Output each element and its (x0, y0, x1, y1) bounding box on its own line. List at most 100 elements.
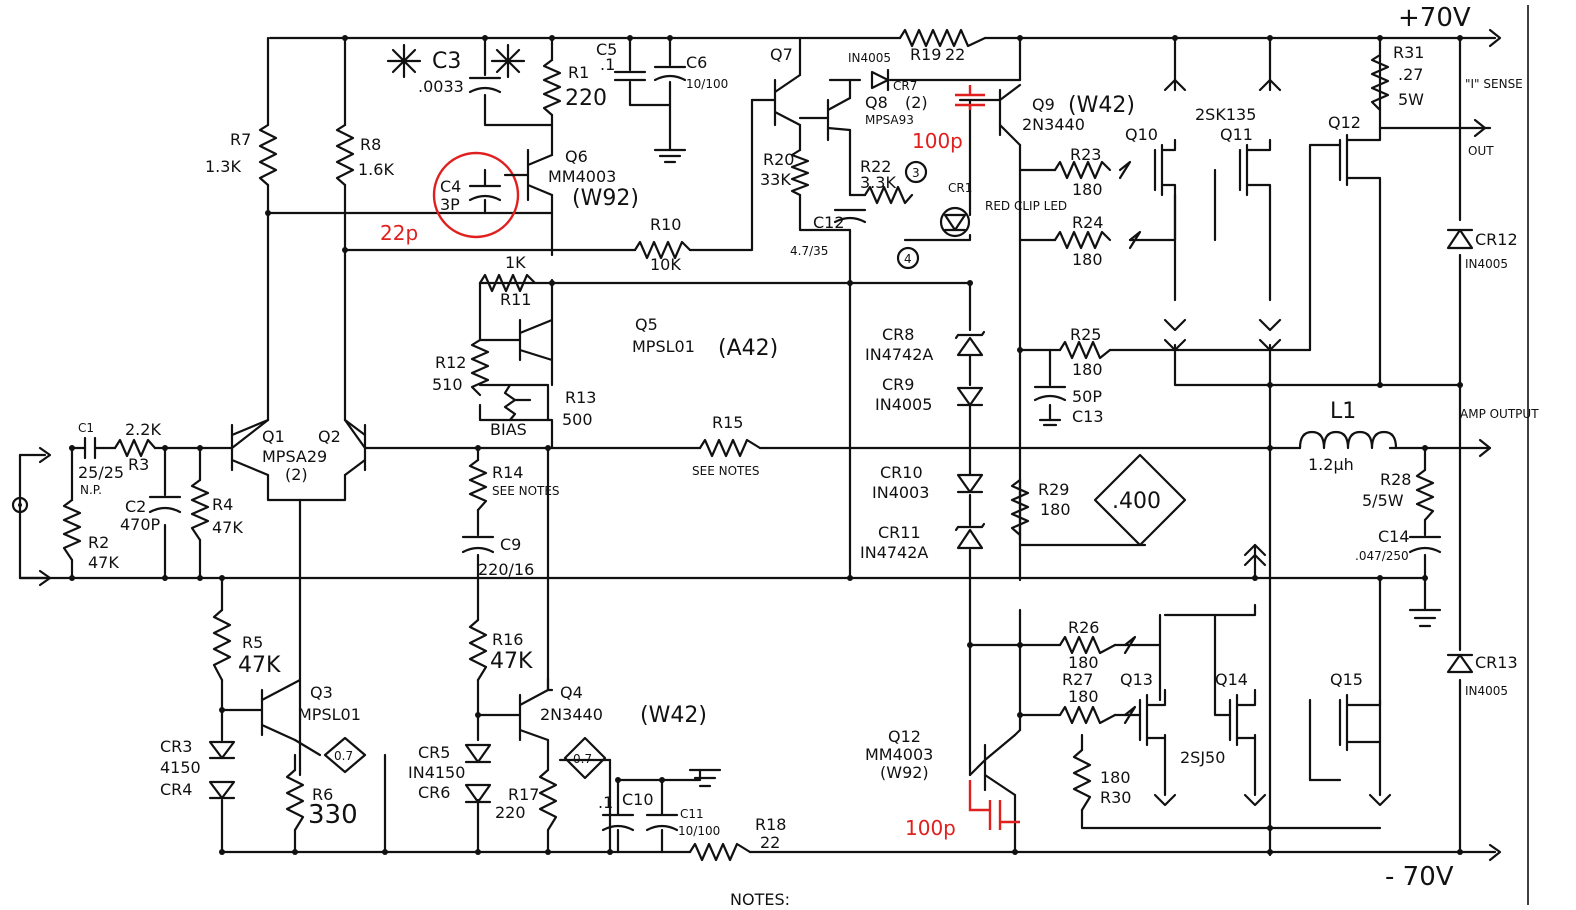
r23-ref: R23 (1070, 145, 1101, 164)
c3-ref: C3 (432, 49, 461, 74)
c4-ref: C4 (440, 177, 461, 196)
diamond-v1: 0.7 (334, 749, 353, 763)
r27-value: 180 (1068, 687, 1099, 706)
cr11-ref: CR11 (878, 523, 921, 542)
r30-ref: R30 (1100, 788, 1131, 807)
r18-value: 22 (760, 833, 780, 852)
r22-ref: R22 (860, 157, 891, 176)
cr7-part: IN4005 (848, 51, 891, 65)
r1-ref: R1 (568, 63, 589, 82)
cr9-ref: CR9 (882, 375, 914, 394)
cr8-ref: CR8 (882, 325, 914, 344)
r26-ref: R26 (1068, 618, 1099, 637)
r10-ref: R10 (650, 215, 681, 234)
r17-value: 220 (495, 803, 526, 822)
r20-ref: R20 (763, 150, 794, 169)
cr1-note: RED CLIP LED (985, 199, 1067, 213)
r18-ref: R18 (755, 815, 786, 834)
q6-sub: (W92) (572, 186, 639, 211)
r28-ref: R28 (1380, 470, 1411, 489)
r12-value: 510 (432, 375, 463, 394)
transistor-symbols (230, 73, 1382, 797)
red-mods (432, 85, 1020, 830)
r20-value: 33K (760, 170, 791, 189)
q1-count: (2) (285, 465, 308, 484)
r29-ref: R29 (1038, 480, 1069, 499)
q4-part: 2N3440 (540, 705, 603, 724)
q4-sub: (W42) (640, 703, 707, 728)
c14-ref: C14 (1378, 527, 1410, 546)
q7-ref: Q7 (770, 45, 793, 64)
cr9-part: IN4005 (875, 395, 932, 414)
q9-part: 2N3440 (1022, 115, 1085, 134)
notes-label: NOTES: (730, 890, 790, 909)
q1-part: MPSA29 (262, 447, 327, 466)
l1-value: 1.2µh (1308, 455, 1354, 474)
r19-ref: R19 (910, 45, 941, 64)
q11-part: 2SK135 (1195, 105, 1256, 124)
q9-sub: (W42) (1068, 93, 1135, 118)
capacitor-symbols (83, 65, 1442, 832)
node-3: 3 (912, 166, 920, 180)
r3-ref: R3 (128, 455, 149, 474)
q13-ref: Q13 (1120, 670, 1153, 689)
cr3-ref: CR3 (160, 737, 192, 756)
q12b-sub: (W92) (880, 763, 929, 782)
r26-value: 180 (1068, 653, 1099, 672)
r25-ref: R25 (1070, 325, 1101, 344)
c5-ref: C5 (596, 40, 617, 59)
r24-value: 180 (1072, 250, 1103, 269)
r23-value: 180 (1072, 180, 1103, 199)
amp-output-label: AMP OUTPUT (1460, 407, 1539, 421)
r6-value: 330 (308, 800, 358, 830)
c1-value: 25/25 (78, 463, 124, 482)
r25-value: 180 (1072, 360, 1103, 379)
c13-value: 50P (1072, 387, 1102, 406)
r1-value: 220 (565, 86, 607, 111)
sense-label: "I" SENSE (1465, 77, 1523, 91)
r7-ref: R7 (230, 130, 251, 149)
q12b-ref: Q12 (888, 727, 921, 746)
q6-ref: Q6 (565, 147, 588, 166)
cr13-ref: CR13 (1475, 653, 1518, 672)
junctions (69, 35, 1463, 855)
star-marks (386, 43, 526, 79)
q6-part: MM4003 (548, 167, 616, 186)
mod-cap-q9: 100p (912, 129, 963, 153)
r11-value: 1K (505, 253, 526, 272)
diamond-v2: 0.7 (573, 752, 592, 766)
r31-value: .27 (1398, 65, 1423, 84)
r2-value: 47K (88, 553, 119, 572)
mod-cap-q12: 100p (905, 816, 956, 840)
q1-ref: Q1 (262, 427, 285, 446)
r29-value: 180 (1040, 500, 1071, 519)
cr13-part: IN4005 (1465, 684, 1508, 698)
q9-ref: Q9 (1032, 95, 1055, 114)
c10-ref: C10 (622, 790, 654, 809)
r16-ref: R16 (492, 630, 523, 649)
q10-ref: Q10 (1125, 125, 1158, 144)
resistor-symbols (62, 28, 1435, 862)
cr12-ref: CR12 (1475, 230, 1518, 249)
cr6-ref: CR6 (418, 783, 450, 802)
r13-ref: R13 (565, 388, 596, 407)
c3-value: .0033 (418, 77, 464, 96)
r12-ref: R12 (435, 353, 466, 372)
r27-ref: R27 (1062, 670, 1093, 689)
r15-note: SEE NOTES (692, 464, 760, 478)
r22-value: 3.3K (860, 173, 896, 192)
pos-rail-label: +70V (1398, 3, 1471, 33)
c9-ref: C9 (500, 535, 521, 554)
r8-value: 1.6K (358, 160, 394, 179)
cr7-ref: CR7 (893, 79, 917, 93)
diamond-v3: .400 (1112, 489, 1161, 514)
cr8-part: IN4742A (865, 345, 933, 364)
cr10-ref: CR10 (880, 463, 923, 482)
diode-symbols (208, 68, 1474, 804)
r15-ref: R15 (712, 413, 743, 432)
input-jack (11, 496, 29, 514)
c10-value: .1 (598, 793, 613, 812)
ground-symbols (653, 148, 1442, 788)
cr11-part: IN4742A (860, 543, 928, 562)
